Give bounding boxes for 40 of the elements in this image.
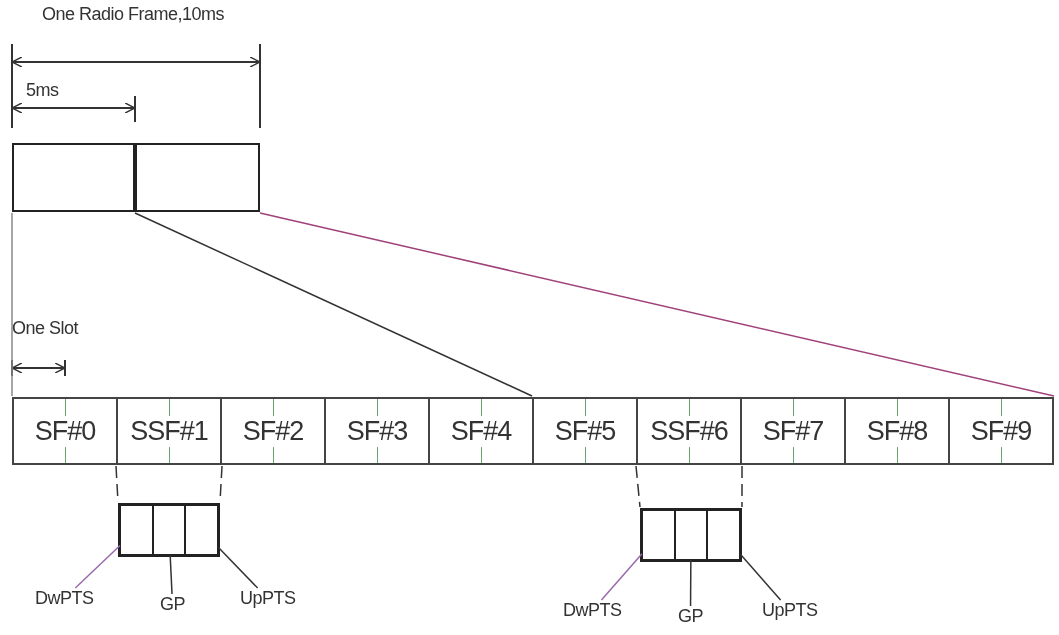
field-label: UpPTS bbox=[762, 600, 818, 621]
special-subframe-box bbox=[640, 508, 742, 562]
field-label: UpPTS bbox=[240, 588, 296, 609]
field-label: GP bbox=[678, 606, 703, 627]
dimension-label: One Radio Frame,10ms bbox=[42, 4, 225, 25]
subframe-cell: SSF#6 bbox=[636, 397, 742, 465]
leader-line bbox=[217, 546, 259, 589]
projection-line bbox=[11, 212, 13, 397]
projection-line bbox=[741, 465, 743, 508]
projection-line bbox=[635, 465, 641, 508]
leader-line bbox=[600, 552, 643, 601]
dimension-label: One Slot bbox=[12, 318, 79, 339]
leader-line bbox=[74, 544, 121, 589]
leader-line bbox=[169, 554, 173, 595]
pts-field-cell bbox=[707, 510, 740, 560]
dimension-label: 5ms bbox=[26, 80, 59, 101]
leader-line bbox=[689, 559, 692, 607]
subframe-cell: SF#5 bbox=[532, 397, 638, 465]
subframe-cell: SF#2 bbox=[220, 397, 326, 465]
frame-box bbox=[12, 143, 135, 212]
special-subframe-box bbox=[118, 503, 220, 557]
subframe-cell: SF#4 bbox=[428, 397, 534, 465]
field-label: DwPTS bbox=[35, 588, 94, 609]
subframe-cell: SF#3 bbox=[324, 397, 430, 465]
pts-field-cell bbox=[152, 505, 186, 555]
frame-box bbox=[135, 143, 260, 212]
leader-line bbox=[739, 552, 782, 601]
field-label: DwPTS bbox=[563, 600, 622, 621]
pts-field-cell bbox=[185, 505, 218, 555]
subframe-cell: SSF#1 bbox=[116, 397, 222, 465]
subframe-cell: SF#8 bbox=[844, 397, 950, 465]
pts-field-cell bbox=[674, 510, 708, 560]
pts-field-cell bbox=[120, 505, 153, 555]
subframe-cell: SF#7 bbox=[740, 397, 846, 465]
subframe-cell: SF#0 bbox=[12, 397, 118, 465]
projection-line bbox=[134, 212, 533, 397]
subframe-cell: SF#9 bbox=[948, 397, 1054, 465]
projection-line bbox=[259, 212, 1055, 397]
field-label: GP bbox=[160, 594, 185, 615]
pts-field-cell bbox=[642, 510, 675, 560]
